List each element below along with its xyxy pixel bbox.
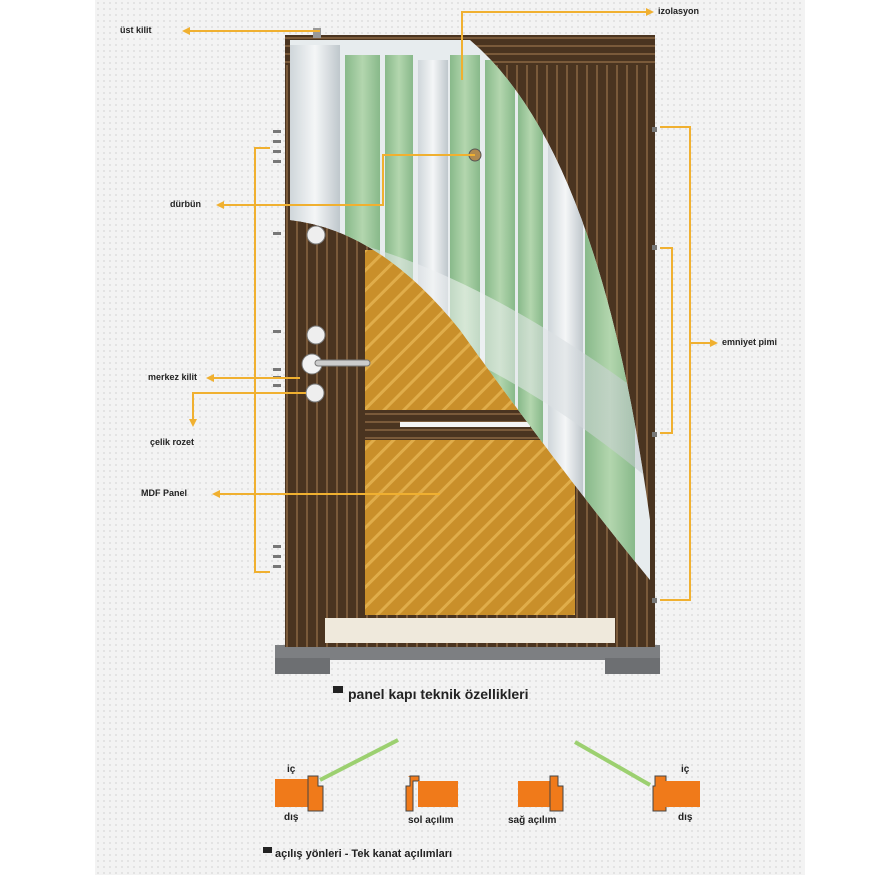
section-title: panel kapı teknik özellikleri (333, 686, 529, 702)
door-swing-left (319, 738, 399, 782)
bullet-square (333, 686, 343, 693)
label-emniyet-pimi: emniyet pimi (722, 337, 778, 347)
label-celik-rozet: çelik rozet (150, 437, 195, 447)
opening-icon-right-outer (665, 781, 700, 807)
opening-icon-left-outer (275, 779, 310, 807)
label-sol-acilim: sol açılım (408, 815, 454, 826)
opening-icon-left (405, 775, 420, 812)
label-durbun: dürbün (170, 199, 201, 209)
opening-diagrams (275, 738, 700, 812)
label-ust-kilit: üst kilit (120, 25, 152, 35)
floor-foot-right (605, 658, 660, 674)
bullet-square (263, 847, 272, 853)
openings-caption-text: açılış yönleri - Tek kanat açılımları (275, 848, 453, 860)
top-lock-cylinder-icon (306, 225, 326, 245)
floor-foot-left (275, 658, 330, 674)
label-sag-acilim: sağ açılım (508, 815, 557, 826)
leader-lines (188, 11, 712, 601)
floor-base (275, 645, 660, 660)
label-izolasyon: izolasyon (658, 6, 700, 16)
label-mdf-panel: MDF Panel (141, 488, 188, 498)
label-merkez-kilit: merkez kilit (148, 372, 198, 382)
openings-caption: açılış yönleri - Tek kanat açılımları (263, 847, 452, 860)
threshold (325, 618, 615, 643)
label-dis-right: dış (678, 812, 693, 823)
label-ic-left: iç (287, 764, 296, 775)
opening-icon-right (518, 781, 553, 807)
label-ic-right: iç (681, 764, 690, 775)
section-title-text: panel kapı teknik özellikleri (348, 686, 529, 702)
label-dis-left: dış (284, 812, 299, 823)
leader-arrowheads (182, 8, 718, 498)
top-lock-icon (313, 28, 321, 38)
door-swing-right (574, 740, 651, 787)
steel-rosette-icon (305, 383, 325, 403)
